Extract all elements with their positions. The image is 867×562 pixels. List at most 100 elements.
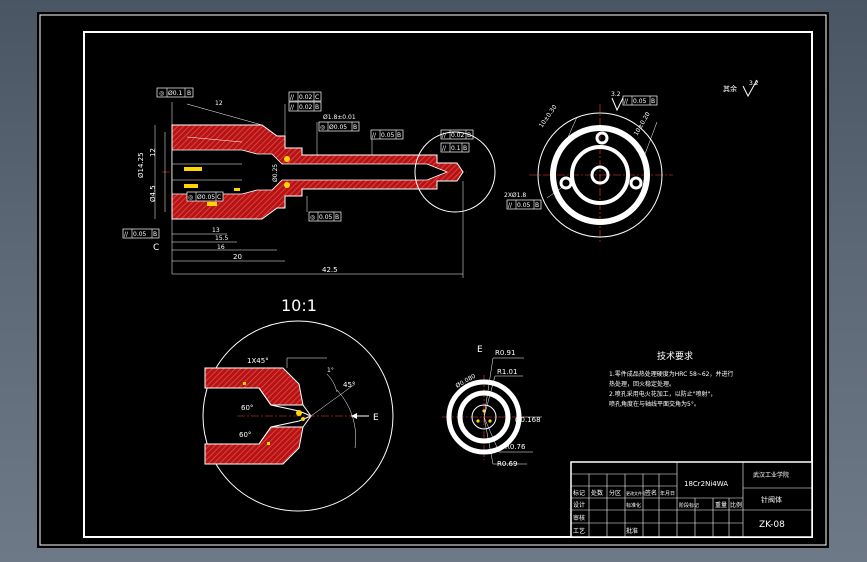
side-center-hole <box>590 165 610 185</box>
dim-d-left: Ø14.25 <box>137 152 145 178</box>
side-outer-circle <box>537 112 663 238</box>
detail-tip-mark-3 <box>243 382 246 385</box>
view-e-label: E <box>477 345 483 355</box>
detail-view: 10:1 1X45° 60° 60° 1° 45° E <box>202 296 394 512</box>
cell-count: 处数 <box>591 489 603 497</box>
cell-standard: 标准化 <box>626 502 641 509</box>
cell-mark: 标记 <box>573 489 585 497</box>
r4-label: R0.69 <box>497 460 517 468</box>
svg-text:◎: ◎ <box>320 124 325 131</box>
roughness-symbol-side <box>611 97 624 112</box>
nozzle-mid-ring <box>457 390 511 444</box>
svg-text:◎: ◎ <box>159 90 164 97</box>
cell-weight: 重量 <box>715 501 727 509</box>
svg-text:B: B <box>467 132 471 139</box>
r2-label: R1.01 <box>497 368 517 376</box>
dim-thread-12: 12 <box>215 100 223 107</box>
svg-text:B: B <box>463 145 467 152</box>
leader-r4 <box>483 416 494 465</box>
scale-label: 10:1 <box>281 296 317 315</box>
dim-len-15: 15.5 <box>215 235 229 242</box>
material-text: 18Cr2Ni4WA <box>684 480 728 488</box>
dim-len-16: 16 <box>217 244 225 251</box>
cell-change-doc: 更改文件号 <box>626 490 646 496</box>
svg-text://: // <box>290 94 295 101</box>
svg-text://: // <box>442 145 447 152</box>
side-hole-right <box>629 176 643 190</box>
svg-text:B: B <box>535 202 539 209</box>
angle-45: 45° <box>343 381 355 389</box>
rest-label: 其余 <box>723 84 737 93</box>
cell-zone: 分区 <box>609 489 621 497</box>
tol-frame-1: ◎ Ø0.1 B <box>156 87 194 98</box>
tol-frame-3: // 0.02 B <box>288 101 322 112</box>
dim-d-top: 12 <box>149 148 157 157</box>
angle-1: 1° <box>327 367 334 374</box>
leader-r1 <box>483 357 494 418</box>
nozzle-view: E R0.91 R1.01 R0.76 R0.69 Ø0.168 Ø0.080 <box>442 345 542 468</box>
label-c: C <box>153 243 159 253</box>
svg-text:0.02: 0.02 <box>299 94 313 101</box>
side-inner-ring <box>570 145 630 205</box>
svg-text:Ø0.1: Ø0.1 <box>168 90 182 97</box>
svg-text:B: B <box>187 90 191 97</box>
tol-frame-9: // 0.05 B <box>122 228 160 239</box>
svg-text:0.05: 0.05 <box>133 231 147 238</box>
title-block: 18Cr2Ni4WA 武汉工业学院 针阀体 ZK-08 标记 处数 分区 更改文… <box>570 461 813 538</box>
arrow-e-head <box>351 413 357 419</box>
main-section-view: Ø14.25 12 Ø4.5 Ø0.25 13 15.5 16 20 42.5 … <box>137 100 467 278</box>
tol-frame-4: ◎ Ø0.05 B <box>318 121 360 132</box>
tech-title: 技术要求 <box>657 350 693 362</box>
svg-text:◎: ◎ <box>188 194 193 201</box>
school-text: 武汉工业学院 <box>753 471 789 479</box>
detail-mark-2 <box>184 184 198 188</box>
dim-len-13: 13 <box>212 227 220 234</box>
svg-text:C: C <box>315 94 319 101</box>
cell-scale: 比例 <box>730 501 742 509</box>
tech-line-4: 喷孔角度在与轴线平面交角为5°。 <box>609 400 700 408</box>
dim-thread: Ø1.8±0.01 <box>323 114 356 121</box>
detail-tip-mark-4 <box>267 442 270 445</box>
tech-line-3: 2.喷孔采用电火花加工，以防止"喷射"， <box>609 390 716 398</box>
inner-frame <box>83 31 813 538</box>
chamfer-label: 1X45° <box>247 357 269 365</box>
dim-len-42: 42.5 <box>322 266 338 274</box>
side-holes-label: 2XØ1.8 <box>504 192 526 199</box>
d1-label: Ø0.168 <box>515 416 541 424</box>
angle-1-arc <box>326 373 338 393</box>
r1-label: R0.91 <box>495 349 515 357</box>
svg-text:0.1: 0.1 <box>451 145 461 152</box>
svg-text:B: B <box>335 214 339 221</box>
detail-hatch-top <box>204 367 304 406</box>
nozzle-hole-2 <box>476 419 480 423</box>
dim-d-mid: Ø4.5 <box>149 185 157 202</box>
cell-sign: 签名 <box>645 489 657 497</box>
nozzle-inner-circle <box>471 404 497 430</box>
tech-requirements: 技术要求 1.零件成品热处理硬度为HRC 58~62，并进行 热处理，回火稳定处… <box>609 350 734 408</box>
dim-len-20: 20 <box>233 253 242 261</box>
svg-text:0.05: 0.05 <box>381 132 395 139</box>
nozzle-hole-3 <box>488 419 492 423</box>
svg-text:◎: ◎ <box>310 214 315 221</box>
cell-stage: 阶段标记 <box>679 502 699 509</box>
svg-text:0.05: 0.05 <box>517 202 531 209</box>
tech-line-2: 热处理，回火稳定处理。 <box>609 380 675 388</box>
cell-design: 设计 <box>573 501 585 509</box>
side-leader-left <box>556 116 578 163</box>
chamfer-leader <box>286 357 327 368</box>
detail-tip-mark-2 <box>301 417 305 421</box>
svg-text:Ø0.05: Ø0.05 <box>329 124 347 131</box>
svg-text://: // <box>372 132 377 139</box>
tol-frame-10: ◎ Ø0.05 C <box>186 191 224 202</box>
svg-text:0.05: 0.05 <box>319 214 333 221</box>
tol-frame-8: ◎ 0.05 B <box>308 211 342 222</box>
tol-frame-7: // 0.1 B <box>440 142 470 153</box>
angle-60: 60° <box>241 404 253 412</box>
cell-approve: 批准 <box>626 527 638 535</box>
side-tol-top: // 0.05 B <box>622 95 658 106</box>
svg-text://: // <box>508 202 513 209</box>
svg-text:0.02: 0.02 <box>299 104 313 111</box>
svg-text://: // <box>290 104 295 111</box>
inner-bore <box>171 149 449 195</box>
cad-viewport[interactable]: Ø14.25 12 Ø4.5 Ø0.25 13 15.5 16 20 42.5 … <box>37 12 829 548</box>
